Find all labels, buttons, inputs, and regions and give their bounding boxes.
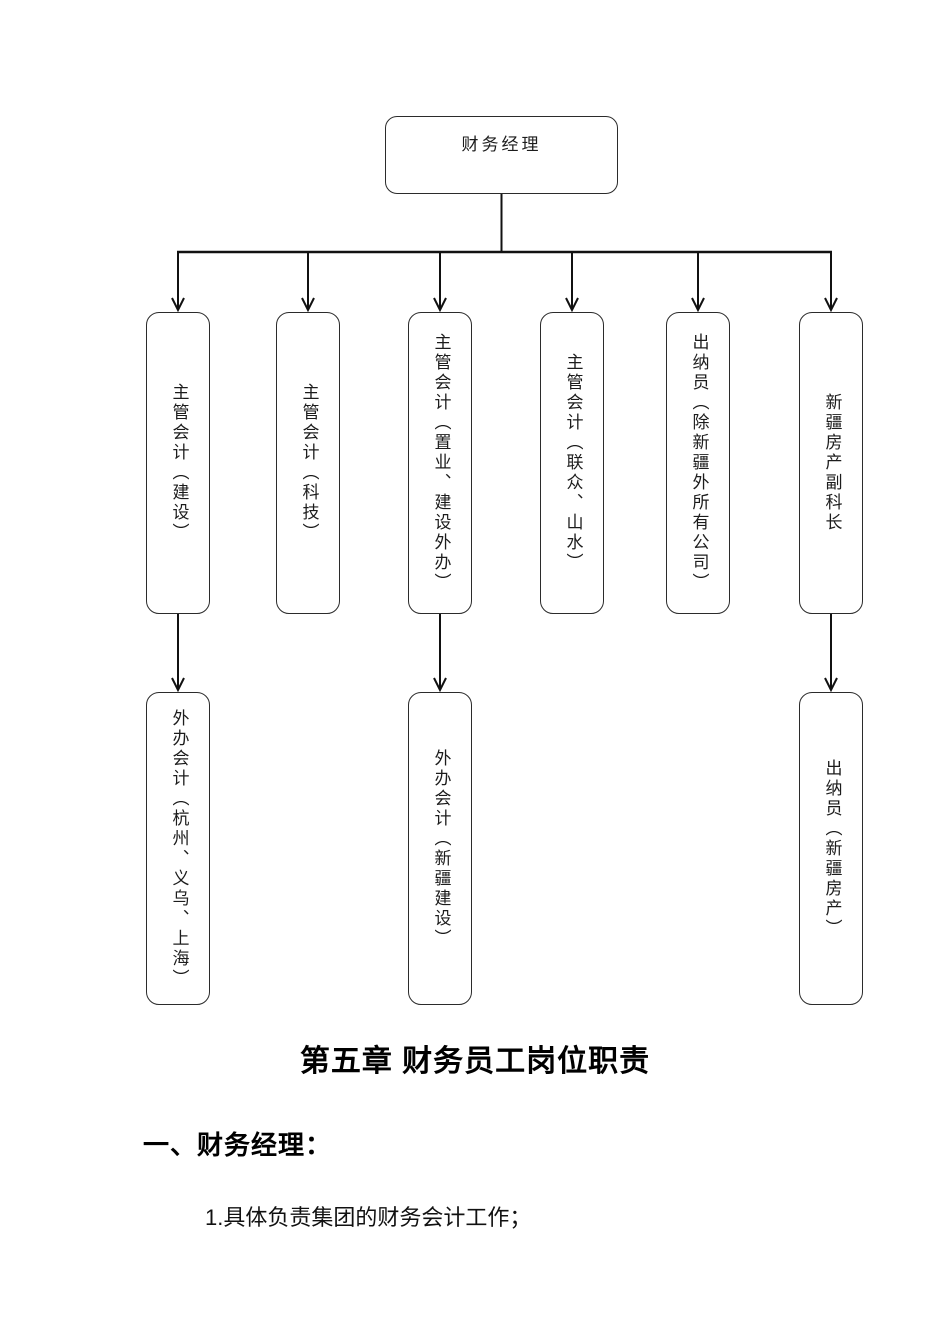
org-node-external-accountant-xinjiang: 外办会计（新疆建设） <box>408 692 472 1005</box>
body-text-line: 1.具体负责集团的财务会计工作； <box>205 1205 532 1230</box>
chapter-heading: 第五章 财务员工岗位职责 <box>299 1045 651 1078</box>
arrowhead-icon <box>824 677 838 693</box>
arrowhead-icon <box>565 297 579 313</box>
arrowhead-icon <box>691 297 705 313</box>
arrowhead-icon <box>301 297 315 313</box>
org-node-xinjiang-deputy-chief: 新疆房产副科长 <box>799 312 863 614</box>
org-node-label: 财务经理 <box>461 135 542 155</box>
arrowhead-icon <box>433 297 447 313</box>
org-node-chief-accountant-lianzhong-shanshui: 主管会计（联众、山水） <box>540 312 604 614</box>
arrowhead-icon <box>433 677 447 693</box>
org-node-finance-manager: 财务经理 <box>385 116 618 194</box>
org-node-label: 新疆房产副科长 <box>821 393 842 533</box>
org-node-label: 出纳员（新疆房产） <box>821 758 842 939</box>
org-node-chief-accountant-property: 主管会计（置业、建设外办） <box>408 312 472 614</box>
org-node-cashier-all-companies: 出纳员（除新疆外所有公司） <box>666 312 730 614</box>
org-node-external-accountant-hangzhou: 外办会计（杭州、义乌、上海） <box>146 692 210 1005</box>
arrowhead-icon <box>171 297 185 313</box>
arrowhead-icon <box>824 297 838 313</box>
org-node-label: 外办会计（杭州、义乌、上海） <box>168 708 189 989</box>
org-node-label: 主管会计（置业、建设外办） <box>430 333 451 593</box>
org-node-label: 主管会计（建设） <box>168 383 189 543</box>
org-node-chief-accountant-technology: 主管会计（科技） <box>276 312 340 614</box>
section-heading: 一、财务经理： <box>143 1130 333 1160</box>
org-node-cashier-xinjiang-property: 出纳员（新疆房产） <box>799 692 863 1005</box>
org-node-label: 出纳员（除新疆外所有公司） <box>688 333 709 593</box>
arrowhead-icon <box>171 677 185 693</box>
org-node-chief-accountant-construction: 主管会计（建设） <box>146 312 210 614</box>
org-node-label: 主管会计（联众、山水） <box>562 353 583 573</box>
org-node-label: 外办会计（新疆建设） <box>430 748 451 949</box>
org-node-label: 主管会计（科技） <box>298 383 319 543</box>
